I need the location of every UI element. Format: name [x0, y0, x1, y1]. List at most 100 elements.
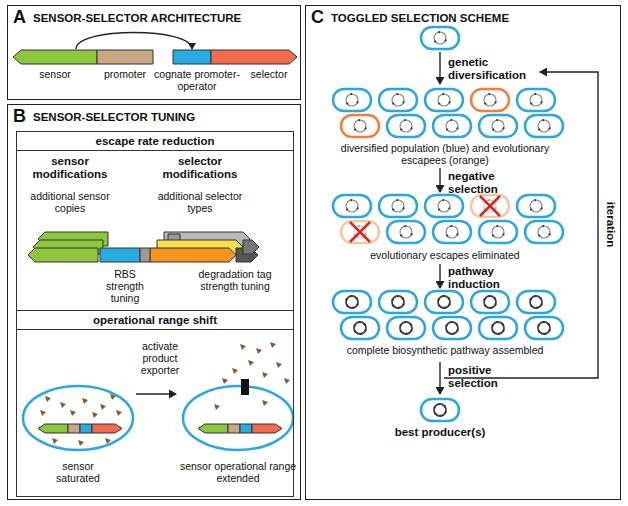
cell: [471, 291, 509, 313]
gene-dot: [548, 323, 550, 325]
plasmid: [484, 94, 496, 106]
gene-dot: [352, 307, 354, 309]
step-label: sensor modifications: [28, 155, 113, 181]
gene-label: cognate promoter-operator: [151, 68, 243, 92]
gene-part: [80, 424, 92, 433]
cell-outline: [183, 386, 293, 450]
gene-dot: [404, 225, 406, 227]
gene-dot: [410, 329, 412, 331]
plasmid: [530, 296, 542, 308]
gene-dot: [402, 207, 404, 209]
gene-box: promoter: [97, 50, 153, 64]
product-molecule: [222, 378, 228, 384]
gene-dot: [345, 299, 347, 301]
gene-dot: [456, 233, 458, 235]
gene-dot: [433, 407, 435, 409]
gene-dot: [488, 93, 490, 95]
gene-dot: [488, 295, 490, 297]
gene-dot: [356, 297, 358, 299]
plasmid: [400, 322, 412, 334]
product-molecule: [40, 410, 46, 416]
gene-dot: [346, 209, 348, 211]
gene-dot: [536, 307, 538, 309]
cell: [517, 195, 555, 217]
step-label: RBS strength tuning: [95, 268, 155, 304]
step-arrow: [439, 264, 440, 288]
gene-dot: [484, 305, 486, 307]
cell: [479, 115, 517, 137]
gene-dot: [540, 303, 542, 305]
product-molecule: [276, 362, 282, 368]
gene-dot: [540, 207, 542, 209]
gene-body: [173, 50, 211, 64]
gene-dot: [410, 323, 412, 325]
gene-dot: [402, 101, 404, 103]
gene-dot: [548, 233, 550, 235]
gene-dot: [496, 119, 498, 121]
plasmid: [346, 94, 358, 106]
gene-dot: [350, 93, 352, 95]
plasmid: [492, 226, 504, 238]
cell-wall: [471, 89, 509, 111]
cell-wall: [379, 89, 417, 111]
plasmid: [538, 226, 550, 238]
gene-dot: [356, 101, 358, 103]
gene-box: sensor: [13, 50, 97, 64]
gene-dot: [450, 119, 452, 121]
gene-dot: [537, 325, 539, 327]
gene-dot: [548, 127, 550, 129]
cell-wall: [333, 89, 371, 111]
cell-outline: [23, 386, 133, 450]
gene-dot: [400, 129, 402, 131]
cell: [341, 221, 379, 243]
gene-dot: [498, 333, 500, 335]
elimination-cross: [480, 196, 500, 216]
gene-part: [38, 424, 68, 433]
cell-wall: [387, 115, 425, 137]
gene-dot: [540, 101, 542, 103]
plasmid: [484, 296, 496, 308]
gene-dot: [400, 331, 402, 333]
cell-wall: [517, 195, 555, 217]
cell: [517, 291, 555, 313]
cell-wall: [421, 27, 459, 49]
activation-arrow: [76, 33, 192, 50]
product-molecule: [78, 440, 84, 446]
gene-dot: [358, 225, 360, 227]
section-heading: escape rate reduction: [17, 132, 293, 151]
gene-dot: [542, 321, 544, 323]
gene-dot: [438, 403, 440, 405]
plasmid: [438, 200, 450, 212]
section-heading: operational range shift: [17, 311, 293, 330]
gene-dot: [483, 299, 485, 301]
gene-dot: [364, 127, 366, 129]
cell: [333, 89, 371, 111]
product-molecule: [82, 398, 88, 404]
product-molecule: [256, 348, 262, 354]
plasmid: [538, 322, 550, 334]
process-arrow: [136, 393, 176, 394]
gene-dot: [456, 329, 458, 331]
gene-dot: [448, 207, 450, 209]
panel-box: ASENSOR-SELECTOR ARCHITECTUREsensorpromo…: [7, 5, 301, 100]
gene-dot: [442, 199, 444, 201]
gene-dot: [540, 297, 542, 299]
cell-wall: [525, 115, 563, 137]
gene-dot: [402, 303, 404, 305]
cell: [387, 115, 425, 137]
gene-dot: [358, 321, 360, 323]
gene-part: [228, 424, 240, 433]
gene-dot: [496, 321, 498, 323]
gene-dot: [346, 305, 348, 307]
plasmid: [530, 94, 542, 106]
cell-wall: [517, 89, 555, 111]
step-label: additional sensor copies: [30, 190, 110, 214]
cell-wall: [425, 89, 463, 111]
step-label: evolutionary escapes eliminated: [335, 249, 555, 261]
gene-dot: [354, 129, 356, 131]
plasmid: [438, 94, 450, 106]
gene-dot: [440, 415, 442, 417]
product-molecule: [60, 402, 66, 408]
plasmid: [346, 296, 358, 308]
product-molecule: [52, 438, 58, 444]
